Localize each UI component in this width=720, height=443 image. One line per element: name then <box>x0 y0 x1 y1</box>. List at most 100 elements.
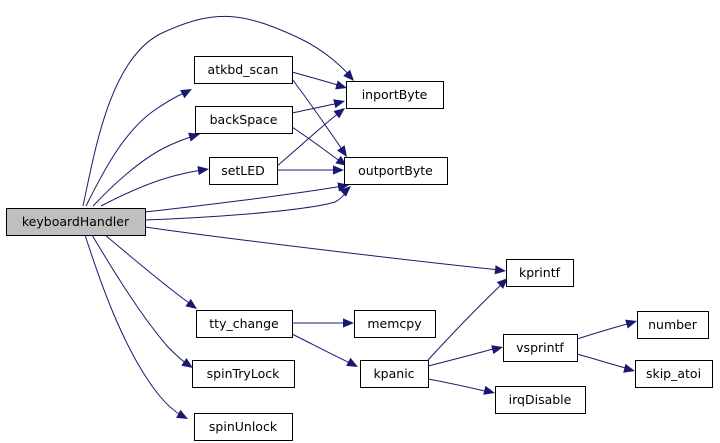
edge-line <box>82 15 353 207</box>
edge-keyboardHandler-to-outportByte <box>144 186 351 221</box>
node-keyboardHandler[interactable]: keyboardHandler <box>6 208 146 236</box>
edge-arrowhead-icon <box>623 363 635 373</box>
edge-tty_change-to-memcpy <box>292 318 354 328</box>
edge-arrowhead-icon <box>335 80 347 90</box>
node-label: atkbd_scan <box>208 62 279 77</box>
node-spinUnlock[interactable]: spinUnlock <box>194 413 293 441</box>
node-box[interactable] <box>637 311 709 339</box>
edge-arrowhead-icon <box>180 89 192 99</box>
node-box[interactable] <box>354 310 436 338</box>
node-setLED[interactable]: setLED <box>209 157 278 185</box>
edge-arrowhead-icon <box>333 108 345 119</box>
nodes-layer: keyboardHandler atkbd_scan backSpace setLED… <box>6 56 713 441</box>
edge-line <box>84 234 183 417</box>
edge-line <box>427 347 498 367</box>
node-box[interactable] <box>503 334 578 362</box>
node-label: inportByte <box>362 87 428 102</box>
edge-arrowhead-icon <box>333 165 344 175</box>
edge-line <box>91 234 188 365</box>
edge-arrowhead-icon <box>188 132 200 142</box>
node-tty_change[interactable]: tty_change <box>196 310 293 338</box>
node-label: spinUnlock <box>209 419 278 434</box>
edge-line <box>144 226 501 271</box>
edge-keyboardHandler-to-atkbd_scan <box>85 89 192 207</box>
node-kprintf[interactable]: kprintf <box>506 259 574 287</box>
node-outportByte[interactable]: outportByte <box>344 157 448 185</box>
edge-line <box>85 91 187 207</box>
edge-setLED-to-outportByte <box>277 165 344 175</box>
edge-line <box>291 78 345 153</box>
node-label: outportByte <box>358 163 433 178</box>
node-label: tty_change <box>209 316 279 331</box>
node-label: keyboardHandler <box>22 214 130 229</box>
node-irqDisable[interactable]: irqDisable <box>495 386 586 414</box>
edge-keyboardHandler-to-spinTryLock <box>91 234 193 368</box>
edge-keyboardHandler-to-spinUnlock <box>84 234 188 419</box>
node-box[interactable] <box>6 208 146 236</box>
node-number[interactable]: number <box>637 311 709 339</box>
edge-arrowhead-icon <box>343 69 354 81</box>
node-atkbd_scan[interactable]: atkbd_scan <box>194 56 293 84</box>
edge-vsprintf-to-skip_atoi <box>576 353 635 373</box>
node-box[interactable] <box>506 259 574 287</box>
edge-arrowhead-icon <box>197 165 209 176</box>
edge-line <box>427 378 490 393</box>
node-box[interactable] <box>195 106 293 134</box>
node-box[interactable] <box>192 360 295 388</box>
node-label: kprintf <box>519 265 561 280</box>
node-box[interactable] <box>194 413 293 441</box>
node-spinTryLock[interactable]: spinTryLock <box>192 360 295 388</box>
edge-keyboardHandler-to-outportByte <box>144 182 349 213</box>
node-box[interactable] <box>346 81 444 109</box>
node-kpanic[interactable]: kpanic <box>360 360 429 388</box>
edge-atkbd_scan-to-inportByte <box>291 71 347 90</box>
edge-kpanic-to-irqDisable <box>427 378 495 395</box>
edge-arrowhead-icon <box>496 278 508 289</box>
edge-keyboardHandler-to-setLED <box>100 165 209 207</box>
edge-atkbd_scan-to-outportByte <box>291 78 347 157</box>
node-backSpace[interactable]: backSpace <box>195 106 293 134</box>
node-box[interactable] <box>360 360 429 388</box>
node-box[interactable] <box>495 386 586 414</box>
edge-line <box>427 282 504 361</box>
edge-line <box>576 353 630 370</box>
edge-line <box>291 71 342 87</box>
edge-arrowhead-icon <box>176 409 188 419</box>
edge-line <box>576 322 632 340</box>
edge-arrowhead-icon <box>337 145 347 157</box>
edge-tty_change-to-kpanic <box>291 333 358 367</box>
node-inportByte[interactable]: inportByte <box>346 81 444 109</box>
node-box[interactable] <box>209 157 278 185</box>
edge-arrowhead-icon <box>625 319 637 329</box>
edge-arrowhead-icon <box>491 345 503 355</box>
node-box[interactable] <box>194 56 293 84</box>
edge-line <box>92 135 195 207</box>
edge-line <box>291 333 353 365</box>
node-label: skip_atoi <box>646 366 701 381</box>
edge-arrowhead-icon <box>181 358 193 368</box>
edge-line <box>144 189 349 221</box>
node-box[interactable] <box>635 360 713 388</box>
edges-layer <box>82 15 637 419</box>
edge-arrowhead-icon <box>333 99 345 109</box>
edge-kpanic-to-vsprintf <box>427 345 503 367</box>
node-label: setLED <box>221 163 265 178</box>
edge-keyboardHandler-to-kprintf <box>144 226 506 275</box>
edge-vsprintf-to-number <box>576 319 637 340</box>
node-label: irqDisable <box>509 392 572 407</box>
node-box[interactable] <box>196 310 293 338</box>
edge-arrowhead-icon <box>339 186 351 197</box>
node-skip_atoi[interactable]: skip_atoi <box>635 360 713 388</box>
node-label: kpanic <box>373 366 414 381</box>
edge-kpanic-to-kprintf <box>427 278 508 361</box>
edge-arrowhead-icon <box>185 298 197 309</box>
node-label: spinTryLock <box>207 366 280 381</box>
edge-line <box>276 111 341 167</box>
node-label: memcpy <box>367 316 422 331</box>
node-memcpy[interactable]: memcpy <box>354 310 436 338</box>
node-vsprintf[interactable]: vsprintf <box>503 334 578 362</box>
node-label: number <box>648 317 698 332</box>
node-box[interactable] <box>344 157 448 185</box>
